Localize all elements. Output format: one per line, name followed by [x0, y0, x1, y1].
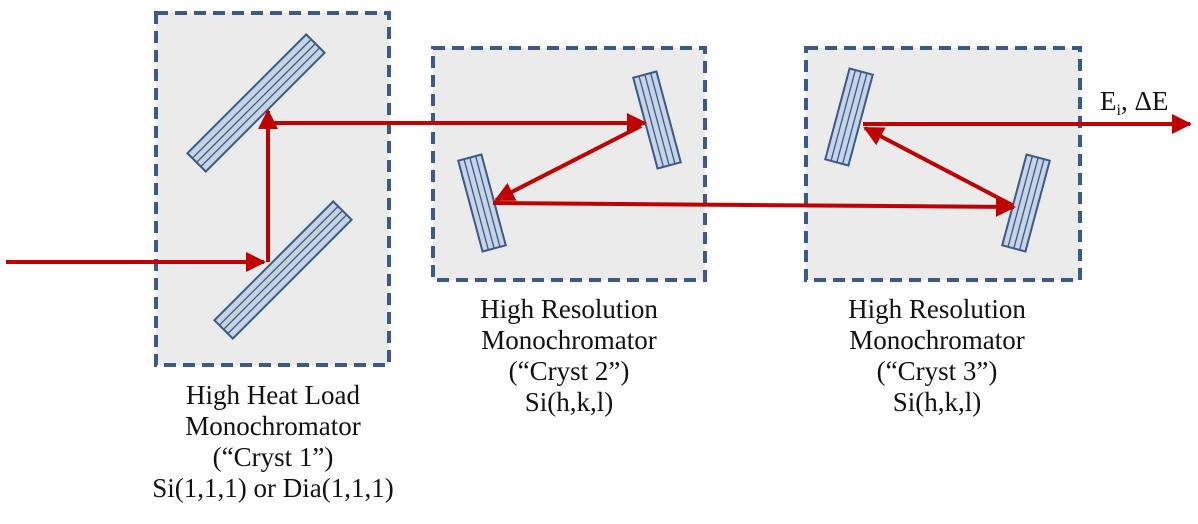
cryst1-caption-line: (“Cryst 1”) [212, 442, 334, 472]
cryst1-box [154, 11, 391, 367]
output-suffix: , ΔE [1120, 86, 1169, 116]
cryst3-caption-line: High Resolution [848, 294, 1026, 324]
cryst2-caption-line: Si(h,k,l) [524, 387, 614, 417]
cryst1-caption-line: High Heat Load [186, 380, 360, 410]
cryst2-caption-line: (“Cryst 2”) [508, 356, 630, 386]
cryst2-caption-line: Monochromator [481, 325, 657, 355]
cryst1-caption: High Heat Load Monochromator (“Cryst 1”)… [128, 380, 418, 504]
cryst1-caption-line: Si(1,1,1) or Dia(1,1,1) [152, 473, 394, 503]
output-label: Ei, ΔE [1100, 86, 1168, 120]
output-subscript: i [1116, 102, 1121, 119]
cryst2-caption-line: High Resolution [480, 294, 658, 324]
output-symbol: E [1100, 86, 1117, 116]
cryst3-caption-line: (“Cryst 3”) [876, 356, 998, 386]
cryst3-caption: High Resolution Monochromator (“Cryst 3”… [800, 294, 1074, 418]
cryst2-crystal-left [457, 153, 507, 253]
cryst1-caption-line: Monochromator [185, 411, 361, 441]
cryst2-crystal-right [632, 70, 682, 170]
cryst3-caption-line: Si(h,k,l) [892, 387, 982, 417]
cryst1-crystal-lower [212, 199, 354, 341]
beam-to-cryst3 [492, 196, 1016, 217]
beam-path [6, 109, 1192, 272]
beam-cryst2-diagonal [494, 124, 642, 202]
cryst2-caption: High Resolution Monochromator (“Cryst 2”… [432, 294, 706, 418]
beam-cryst3-diagonal [863, 126, 1013, 207]
cryst3-caption-line: Monochromator [849, 325, 1025, 355]
cryst3-crystal-left [824, 67, 874, 167]
